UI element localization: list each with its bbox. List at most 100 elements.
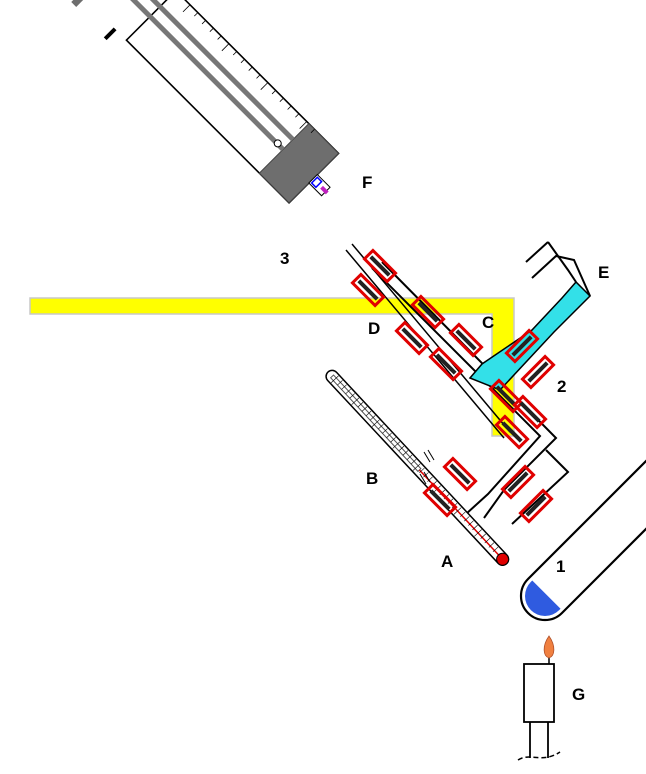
thermometer-tick bbox=[361, 406, 368, 412]
syringe-tick bbox=[209, 27, 214, 32]
flame-icon bbox=[543, 635, 555, 659]
thermometer-tick bbox=[412, 463, 421, 471]
thermometer-tick bbox=[484, 538, 491, 544]
thermometer-tick bbox=[386, 432, 392, 438]
label-G: G bbox=[572, 685, 585, 704]
label-F: F bbox=[362, 173, 372, 192]
thermometer-bulb bbox=[496, 552, 510, 566]
thermometer-tick bbox=[488, 542, 495, 548]
side-arm-inner bbox=[371, 267, 542, 515]
flask-A bbox=[519, 401, 646, 622]
syringe-scale bbox=[182, 4, 315, 134]
clamp bbox=[410, 294, 446, 330]
thermometer-tick bbox=[460, 511, 466, 517]
label-1: 1 bbox=[556, 557, 565, 576]
syringe-flange-bottom bbox=[103, 27, 117, 41]
syringe bbox=[71, 0, 340, 204]
syringe-tick bbox=[287, 105, 292, 110]
clamp bbox=[362, 248, 398, 284]
thermometer-tick bbox=[382, 428, 388, 434]
receiver-top-line-3 bbox=[525, 241, 549, 263]
thermometer-tick bbox=[341, 384, 347, 390]
label-C: C bbox=[482, 313, 494, 332]
clamp bbox=[448, 322, 484, 358]
thermometer-tick bbox=[419, 467, 425, 474]
syringe-needle-accent bbox=[320, 185, 329, 195]
thermometer-tick bbox=[392, 441, 401, 449]
flask-body bbox=[519, 401, 646, 622]
clamp bbox=[422, 482, 458, 518]
thermometer-tick bbox=[337, 380, 343, 386]
thermometer-tick bbox=[365, 410, 372, 417]
label-B: B bbox=[366, 469, 378, 488]
clamp bbox=[350, 272, 386, 308]
syringe-tick bbox=[240, 58, 245, 64]
clamp bbox=[500, 464, 536, 500]
clamp bbox=[394, 320, 430, 356]
syringe-needle-hub bbox=[310, 176, 323, 189]
thermometer-tick bbox=[349, 393, 356, 399]
syringe-tick bbox=[221, 43, 230, 52]
syringe-tick bbox=[295, 113, 300, 118]
burner-body bbox=[523, 663, 555, 723]
syringe-rod-pin bbox=[273, 139, 282, 148]
thermometer-tick bbox=[345, 388, 351, 395]
flask-liquid bbox=[525, 580, 561, 616]
thermometer-tick bbox=[453, 507, 462, 515]
condenser-fill bbox=[29, 297, 515, 437]
receiver-top-line-2 bbox=[531, 254, 591, 297]
receiver-top-line-1 bbox=[547, 241, 577, 283]
thermometer-tick bbox=[468, 520, 474, 526]
thermometer-tick bbox=[410, 459, 417, 465]
thermometer-tick bbox=[480, 533, 486, 539]
clamp bbox=[518, 488, 554, 524]
thermometer-tick bbox=[464, 516, 470, 522]
return-tube bbox=[511, 449, 570, 525]
syringe-plunger-rod-upper bbox=[115, 0, 295, 142]
thermometer-tick bbox=[390, 437, 396, 443]
syringe-tick bbox=[217, 35, 222, 40]
thermometer-B bbox=[325, 369, 510, 566]
thermometer-tick bbox=[492, 546, 499, 553]
thermometer-tick bbox=[474, 529, 482, 537]
label-2: 2 bbox=[557, 377, 566, 396]
syringe-tick bbox=[299, 121, 308, 129]
thermometer-tick bbox=[402, 450, 409, 456]
clamp bbox=[512, 394, 548, 430]
thermometer-scale bbox=[330, 375, 499, 553]
clamp bbox=[428, 346, 464, 382]
thermometer-tick bbox=[369, 415, 376, 421]
clamp bbox=[442, 456, 478, 492]
syringe-tick bbox=[271, 90, 276, 95]
label-A: A bbox=[441, 552, 453, 571]
burner-base bbox=[517, 751, 561, 761]
clamp bbox=[520, 354, 556, 390]
syringe-tick bbox=[194, 12, 199, 17]
syringe-tick bbox=[279, 97, 284, 102]
thermometer-tick bbox=[378, 423, 384, 430]
syringe-tick bbox=[310, 128, 315, 134]
burner-G bbox=[517, 635, 561, 761]
syringe-tick bbox=[201, 20, 206, 25]
syringe-tick bbox=[260, 82, 269, 90]
thermometer-tick bbox=[351, 397, 360, 405]
syringe-tick bbox=[256, 74, 261, 79]
clamps bbox=[350, 248, 556, 524]
condenser-bar bbox=[29, 297, 515, 437]
syringe-tick bbox=[232, 51, 237, 56]
clamp bbox=[504, 328, 540, 364]
syringe-plunger-rod-lower bbox=[105, 0, 285, 152]
clamp bbox=[494, 414, 530, 450]
thermometer-tick bbox=[371, 419, 380, 427]
syringe-tick bbox=[248, 66, 253, 71]
thermometer-tick bbox=[330, 375, 339, 383]
thermometer-break-marks bbox=[419, 449, 435, 485]
thermometer-tick bbox=[427, 476, 433, 482]
thermometer-tick bbox=[406, 454, 413, 460]
syringe-tick bbox=[182, 4, 191, 13]
label-D: D bbox=[368, 319, 380, 338]
thermometer-tick bbox=[398, 445, 405, 452]
label-E: E bbox=[598, 263, 609, 282]
thermometer-tick bbox=[357, 402, 364, 408]
